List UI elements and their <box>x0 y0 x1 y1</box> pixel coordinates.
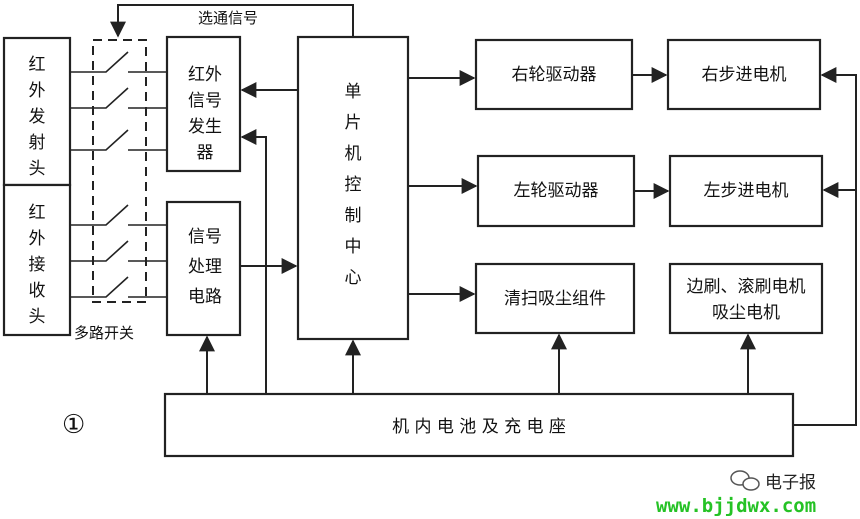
cleaning-assembly-label: 清扫吸尘组件 <box>504 289 606 309</box>
signal-generator-block: 红外 信号 发生 器 <box>165 35 242 173</box>
ir-receiver-char-2: 接 <box>29 255 46 275</box>
left-motor-block: 左步进电机 <box>668 154 824 228</box>
mcu-char-6: 心 <box>345 268 362 288</box>
select-signal-label: 选通信号 <box>198 9 258 27</box>
watermark-url: www.bjjdwx.com <box>656 495 816 517</box>
watermark-name: 电子报 <box>765 473 816 493</box>
brush-motor-line-0: 边刷、滚刷电机 <box>687 277 806 297</box>
select-signal-connector: 选通信号 <box>110 4 354 38</box>
ir-emitter-char-1: 外 <box>29 81 46 101</box>
battery-label: 机 内 电 池 及 充 电 座 <box>392 417 566 437</box>
ir-receiver-char-1: 外 <box>29 229 46 249</box>
signal-processing-line-2: 电路 <box>188 287 222 307</box>
mcu-char-0: 单 <box>345 82 362 102</box>
right-motor-block: 右步进电机 <box>666 38 822 111</box>
ir-emitter-char-2: 发 <box>29 107 46 127</box>
ir-emitter-char-0: 红 <box>29 55 46 75</box>
right-driver-block: 右轮驱动器 <box>474 38 634 111</box>
ir-receiver-char-3: 收 <box>29 281 46 301</box>
mcu-block: 单 片 机 控 制 中 心 <box>296 35 410 341</box>
brush-motor-block: 边刷、滚刷电机 吸尘电机 <box>668 262 824 335</box>
multiplexer-switch-block: 多路开关 <box>70 39 166 342</box>
battery-block: 机 内 电 池 及 充 电 座 <box>163 392 795 458</box>
ir-emitter-block: 红 外 发 射 头 <box>2 36 72 187</box>
mcu-char-2: 机 <box>345 144 362 164</box>
left-driver-block: 左轮驱动器 <box>476 154 636 228</box>
signal-generator-line-2: 发生 <box>188 117 222 137</box>
wechat-icon <box>730 470 760 491</box>
left-motor-label: 左步进电机 <box>704 181 789 201</box>
watermark: 电子报 www.bjjdwx.com <box>656 470 816 517</box>
signal-processing-block: 信号 处理 电路 <box>165 200 242 337</box>
right-driver-label: 右轮驱动器 <box>512 65 597 85</box>
switch-contacts <box>70 51 166 298</box>
mcu-char-3: 控 <box>345 175 362 195</box>
signal-generator-line-1: 信号 <box>188 91 222 111</box>
cleaning-assembly-block: 清扫吸尘组件 <box>474 262 636 335</box>
figure-number: ① <box>62 410 85 440</box>
connectors <box>199 67 857 426</box>
mcu-char-4: 制 <box>345 206 362 226</box>
mcu-char-5: 中 <box>345 237 362 257</box>
left-driver-label: 左轮驱动器 <box>514 181 599 201</box>
signal-generator-line-3: 器 <box>197 143 214 163</box>
ir-receiver-char-0: 红 <box>29 203 46 223</box>
mcu-char-1: 片 <box>345 113 362 133</box>
signal-processing-line-0: 信号 <box>188 227 222 247</box>
right-motor-label: 右步进电机 <box>702 65 787 85</box>
ir-emitter-char-4: 头 <box>29 159 46 179</box>
ir-receiver-block: 红 外 接 收 头 <box>2 183 72 337</box>
signal-processing-line-1: 处理 <box>188 257 222 277</box>
ir-receiver-char-4: 头 <box>29 307 46 327</box>
signal-generator-line-0: 红外 <box>188 65 222 85</box>
ir-emitter-char-3: 射 <box>29 133 46 153</box>
brush-motor-line-1: 吸尘电机 <box>712 303 780 323</box>
multiplexer-label: 多路开关 <box>74 324 134 342</box>
